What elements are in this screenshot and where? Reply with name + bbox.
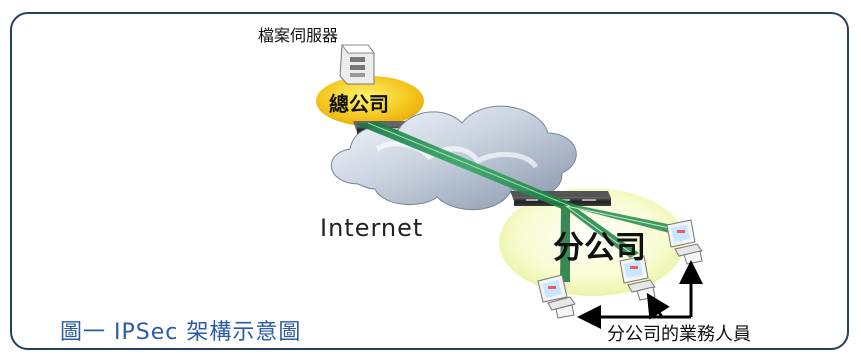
hq-ellipse [316,76,424,126]
figure-caption: 圖一 IPSec 架構示意圖 [60,320,302,345]
branch-staff-label: 分公司的業務人員 [607,324,751,345]
branch-office-label: 分公司 [553,230,646,266]
ipsec-tunnels [355,122,687,282]
computer-icon [619,255,656,301]
internet-label: Internet [320,214,424,242]
file-server-label: 檔案伺服器 [258,26,339,45]
computer-icon [537,274,576,319]
arrow-icon [577,260,703,329]
headquarters-label: 總公司 [329,92,389,116]
server-icon [339,44,375,85]
